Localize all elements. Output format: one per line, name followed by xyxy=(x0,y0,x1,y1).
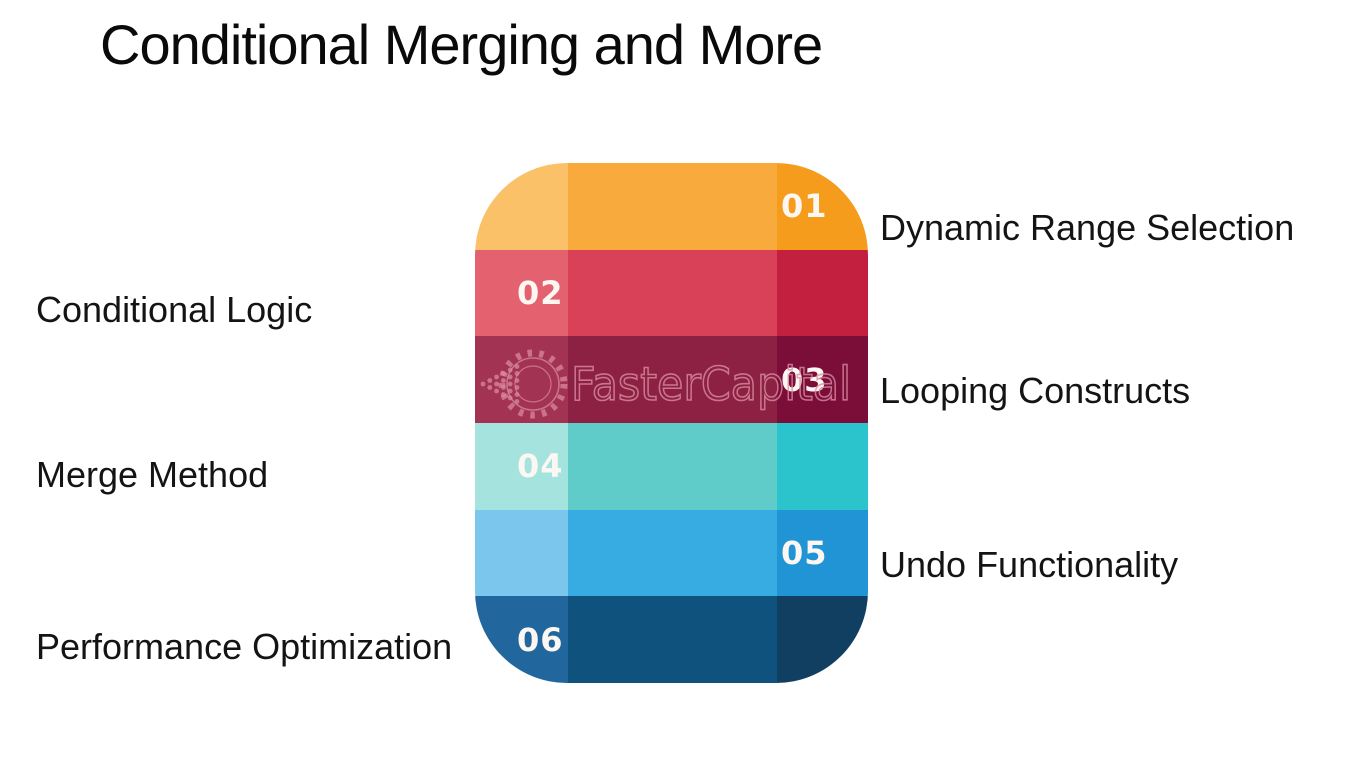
band-label: Dynamic Range Selection xyxy=(880,207,1295,248)
band-segment-right xyxy=(777,163,868,250)
band-segment-left xyxy=(475,596,568,683)
band-number: 05 xyxy=(781,534,828,573)
band-row: 02 xyxy=(475,249,868,337)
band-segment-mid xyxy=(568,163,777,250)
band-segment-mid xyxy=(568,509,777,597)
band-segment-mid xyxy=(568,249,777,337)
page-title: Conditional Merging and More xyxy=(100,13,823,76)
band-number: 02 xyxy=(517,274,564,312)
band-segment-left xyxy=(475,423,568,510)
band-row: 03 xyxy=(475,336,868,424)
band-segment-right xyxy=(777,423,868,510)
band-row: 05 xyxy=(475,509,868,597)
band-number: 03 xyxy=(781,360,828,399)
band-rows: 01 02 03 04 05 06 xyxy=(475,163,868,683)
band-label: Performance Optimization xyxy=(36,626,453,667)
band-number: 01 xyxy=(781,187,828,226)
band-label: Conditional Logic xyxy=(36,289,313,330)
band-row: 04 xyxy=(475,423,868,510)
band-label: Looping Constructs xyxy=(880,370,1191,411)
band-row: 06 xyxy=(475,596,868,683)
band-segment-right xyxy=(777,509,868,597)
band-segment-mid xyxy=(568,596,777,683)
band-segment-left xyxy=(475,249,568,337)
band-segment-right xyxy=(777,596,868,683)
band-segment-mid xyxy=(568,336,777,424)
band-label: Undo Functionality xyxy=(880,544,1179,585)
band-number: 04 xyxy=(517,447,564,486)
band-number: 06 xyxy=(517,620,564,659)
band-segment-right xyxy=(777,249,868,337)
band-row: 01 xyxy=(475,163,868,250)
band-segment-left xyxy=(475,336,568,424)
band-segment-left xyxy=(475,163,568,250)
band-segment-left xyxy=(475,509,568,597)
band-segment-mid xyxy=(568,423,777,510)
band-label: Merge Method xyxy=(36,454,269,495)
band-segment-right xyxy=(777,336,868,424)
